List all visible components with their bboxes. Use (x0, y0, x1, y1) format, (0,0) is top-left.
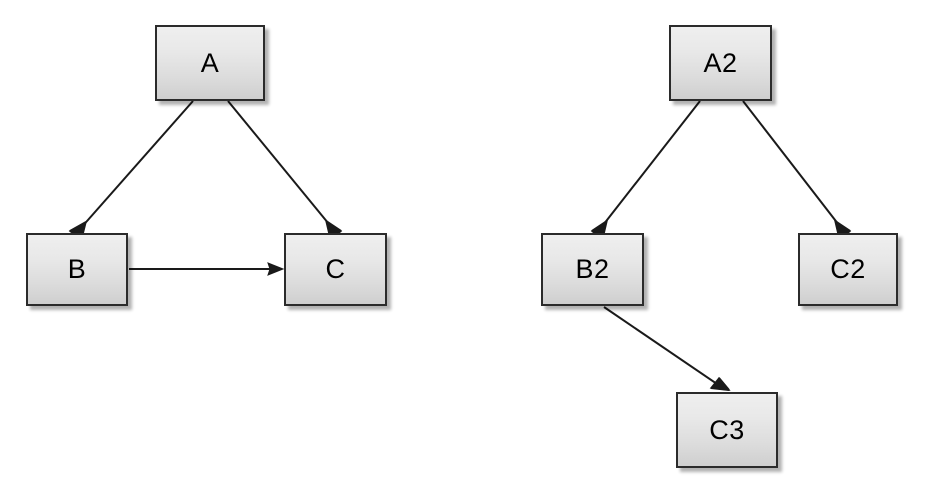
edge-a-to-c (227, 100, 343, 240)
node-a2[interactable]: A2 (669, 25, 772, 101)
edge-a2-to-c2 (742, 100, 852, 240)
node-b-label: B (67, 254, 87, 284)
node-c3[interactable]: C3 (676, 392, 778, 468)
edge-a2-to-b2 (590, 100, 701, 240)
node-c3-label: C3 (709, 414, 745, 445)
node-a-label: A (200, 47, 220, 78)
node-b2[interactable]: B2 (541, 233, 644, 306)
node-b[interactable]: B (26, 233, 128, 306)
node-c2[interactable]: C2 (798, 233, 898, 306)
edge-a-to-b (68, 100, 194, 240)
node-b2-label: B2 (575, 254, 610, 284)
edge-b2-to-c3 (603, 306, 731, 391)
node-c-label: C (325, 254, 346, 284)
node-a2-label: A2 (703, 47, 738, 78)
node-c[interactable]: C (284, 233, 387, 306)
node-a[interactable]: A (155, 25, 265, 101)
node-c2-label: C2 (830, 254, 866, 284)
edge-b-to-c (129, 262, 285, 276)
